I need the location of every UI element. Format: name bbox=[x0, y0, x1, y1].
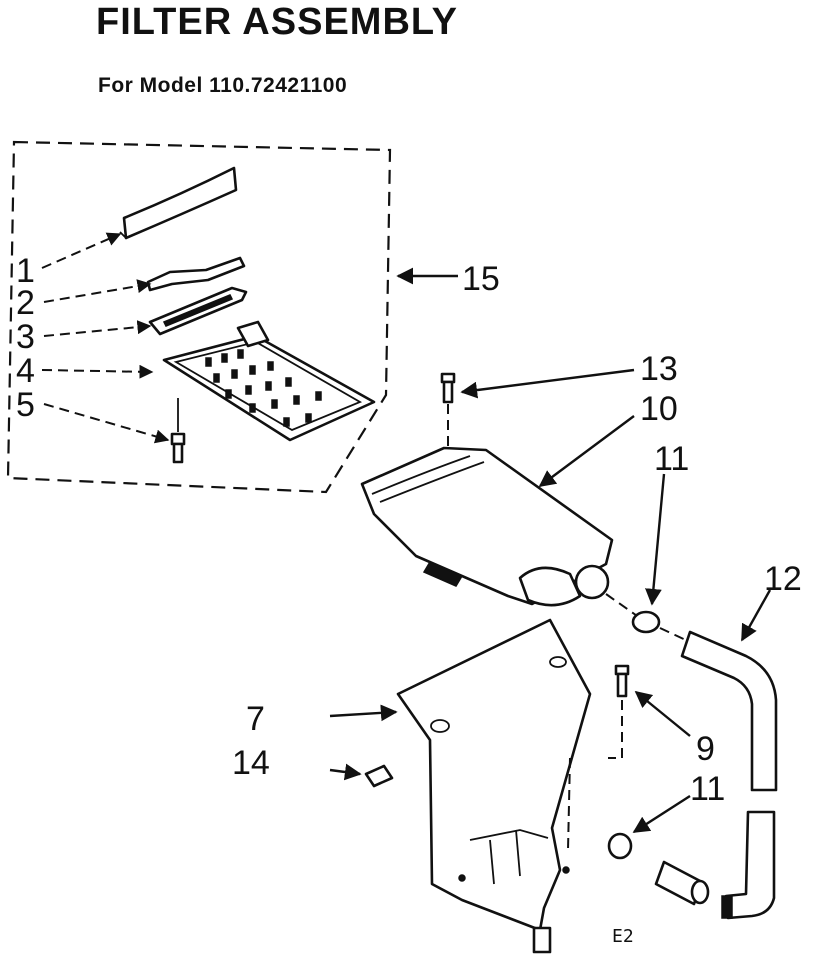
part-12-hose bbox=[680, 630, 778, 920]
kit-boundary-15 bbox=[6, 140, 392, 494]
part-9-screw bbox=[567, 664, 630, 851]
diagram-code: E2 bbox=[612, 926, 634, 947]
callout-12: 12 bbox=[764, 560, 802, 598]
callout-2: 2 bbox=[16, 284, 35, 322]
part-11-clamp-upper bbox=[631, 610, 691, 643]
tray-holes bbox=[205, 349, 322, 427]
callout-15: 15 bbox=[462, 260, 500, 298]
part-14-clip bbox=[364, 764, 394, 788]
part-2-spring-clip bbox=[146, 256, 246, 292]
model-number: For Model 110.72421100 bbox=[98, 74, 348, 97]
callout-3: 3 bbox=[16, 318, 35, 356]
part-4-filter-tray bbox=[162, 320, 376, 442]
callout-10: 10 bbox=[640, 390, 678, 428]
leader-arrows bbox=[41, 232, 772, 834]
part-3-latch bbox=[148, 286, 248, 336]
part-5-screw bbox=[170, 398, 186, 464]
callout-5: 5 bbox=[16, 386, 35, 424]
diagram-title: FILTER ASSEMBLY bbox=[96, 1, 458, 43]
callout-11-lower: 11 bbox=[690, 770, 725, 808]
part-10-filter-housing bbox=[360, 446, 641, 619]
callout-14: 14 bbox=[232, 744, 270, 782]
part-11-clamp-lower bbox=[607, 832, 710, 906]
callout-13: 13 bbox=[640, 350, 678, 388]
callout-9: 9 bbox=[696, 730, 715, 768]
callout-4: 4 bbox=[16, 352, 35, 390]
part-7-bracket bbox=[396, 618, 592, 954]
part-1-filter-cover bbox=[119, 166, 238, 240]
callout-7: 7 bbox=[246, 700, 265, 738]
callout-1: 1 bbox=[16, 252, 35, 290]
callout-11-upper: 11 bbox=[654, 440, 689, 478]
